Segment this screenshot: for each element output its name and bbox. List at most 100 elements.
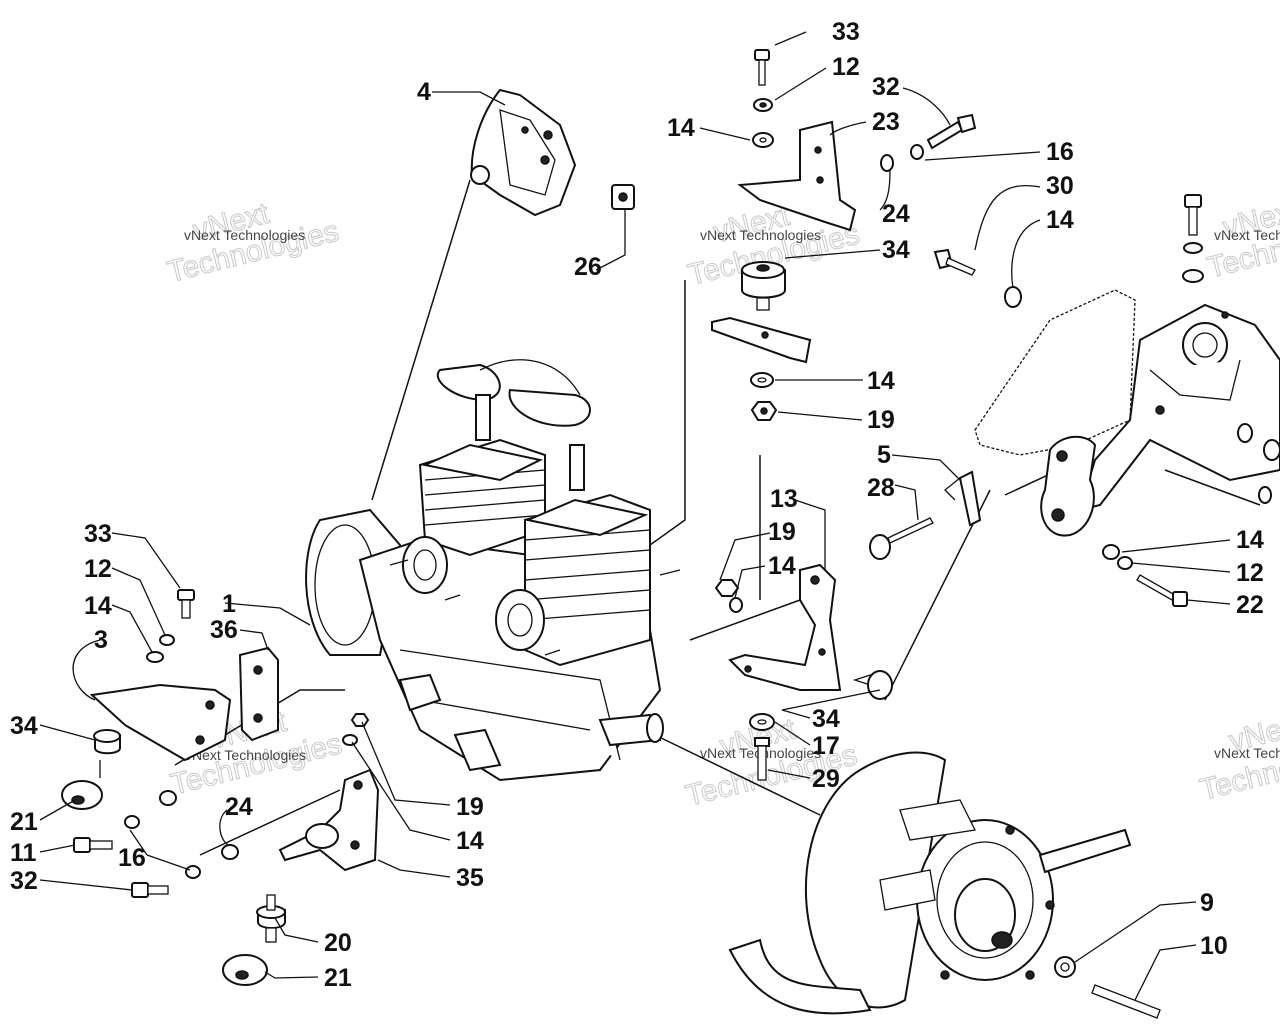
part-nut-16-left (124, 815, 201, 879)
watermark-small-text: vNext Technologies (1214, 745, 1280, 761)
part-washer-14-bracket13 (729, 597, 743, 613)
part-washer-24-top (880, 154, 894, 172)
part-stop-21-left (61, 760, 103, 810)
watermark-small-text: vNext Technologies (185, 747, 306, 763)
callout-14: 14 (768, 552, 796, 580)
part-bolt-33-top (754, 49, 770, 86)
callout-10: 10 (1200, 932, 1228, 960)
callout-3: 3 (94, 626, 108, 654)
part-drive-clutch (804, 751, 1055, 1009)
part-nut-19-mid (714, 579, 740, 597)
callout-30: 30 (1046, 172, 1074, 200)
part-bolt-10 (1091, 984, 1161, 1019)
part-engine-bracket-upper (470, 88, 577, 217)
part-washer-14-top (752, 132, 774, 148)
callout-16: 16 (118, 844, 146, 872)
assembly-line (884, 489, 991, 701)
watermark-small-text: vNext Technologies (1214, 227, 1280, 243)
callout-12: 12 (1236, 559, 1264, 587)
leader-lines (39, 31, 1231, 1001)
callout-33: 33 (832, 18, 860, 46)
part-bracket-3 (89, 683, 232, 762)
part-plate-36 (238, 646, 279, 742)
callout-4: 4 (417, 78, 431, 106)
assembly-line (199, 789, 341, 856)
callout-19: 19 (768, 518, 796, 546)
callout-28: 28 (867, 474, 895, 502)
part-bolt-32-top (926, 113, 977, 150)
part-bolt-33-left (177, 589, 195, 619)
part-washer-14-left (146, 651, 164, 663)
callout-labels: 33 12 32 4 14 23 16 30 24 14 26 34 14 19… (10, 18, 1264, 992)
part-rubber-mount-34-mid (852, 670, 893, 700)
part-rubber-mount-34-left (93, 729, 121, 755)
part-bracket-13 (728, 563, 842, 691)
part-arm-right (1040, 435, 1097, 537)
part-washer-17 (749, 713, 775, 731)
callout-12: 12 (832, 53, 860, 81)
part-bolt-11 (73, 837, 113, 853)
callout-19: 19 (867, 406, 895, 434)
callout-14: 14 (456, 827, 484, 855)
watermark-small-text: vNext Technologies (700, 227, 821, 243)
part-engine-bracket-right (1078, 303, 1280, 512)
callout-12: 12 (84, 555, 112, 583)
callout-1: 1 (222, 590, 236, 618)
assembly-line (654, 734, 821, 816)
assembly-line (649, 280, 686, 546)
part-cover-plate-right (974, 289, 1136, 456)
part-nut-16-top (910, 144, 924, 160)
part-rubber-mount-20 (256, 894, 286, 943)
part-bolt-29 (754, 737, 770, 781)
callout-19: 19 (456, 793, 484, 821)
part-drive-belt (728, 828, 1132, 1015)
part-bolt-32-left (131, 882, 169, 898)
part-stop-21-lower (222, 954, 268, 986)
part-washer-12-left (159, 634, 175, 646)
part-washer-9 (1054, 956, 1076, 978)
callout-16: 16 (1046, 138, 1074, 166)
callout-14: 14 (1236, 526, 1264, 554)
callout-36: 36 (210, 616, 238, 644)
part-bracket-35 (278, 768, 380, 872)
callout-35: 35 (456, 864, 484, 892)
part-nut-19-left (350, 713, 370, 727)
callout-32: 32 (872, 73, 900, 101)
part-washer-12-top (753, 98, 773, 112)
callout-11: 11 (10, 839, 37, 867)
callout-14: 14 (867, 367, 895, 395)
part-washer-24-left (159, 790, 239, 860)
part-washer-14-mid (750, 372, 774, 388)
callout-20: 20 (324, 929, 352, 957)
callout-5: 5 (877, 441, 891, 469)
part-bolt-30 (933, 248, 976, 276)
part-bracket-23 (737, 120, 857, 232)
part-nut-19-top (750, 401, 778, 421)
callout-32: 32 (10, 867, 38, 895)
callout-13: 13 (770, 485, 798, 513)
part-clip-26 (611, 184, 635, 210)
callout-29: 29 (812, 765, 840, 793)
callout-34: 34 (882, 236, 910, 264)
callout-9: 9 (1200, 889, 1214, 917)
assembly-line (1164, 469, 1261, 506)
callout-23: 23 (872, 108, 900, 136)
callout-24: 24 (882, 200, 910, 228)
part-washer-right-edge (1237, 423, 1280, 504)
callout-21: 21 (324, 964, 352, 992)
part-washer-14-right (1004, 286, 1022, 308)
callout-33: 33 (84, 520, 112, 548)
part-plate-top (711, 316, 812, 364)
callout-22: 22 (1236, 591, 1264, 619)
callout-34: 34 (10, 712, 38, 740)
callout-14: 14 (84, 592, 112, 620)
part-washer-14-lower-right (1102, 544, 1120, 560)
part-engine-1 (305, 359, 681, 782)
callout-26: 26 (574, 253, 602, 281)
part-washer-14-lower-left (342, 734, 358, 746)
callout-17: 17 (812, 732, 840, 760)
assembly-line (689, 599, 801, 641)
part-clip-5 (944, 470, 982, 527)
part-rubber-mount-34-top (741, 261, 786, 311)
